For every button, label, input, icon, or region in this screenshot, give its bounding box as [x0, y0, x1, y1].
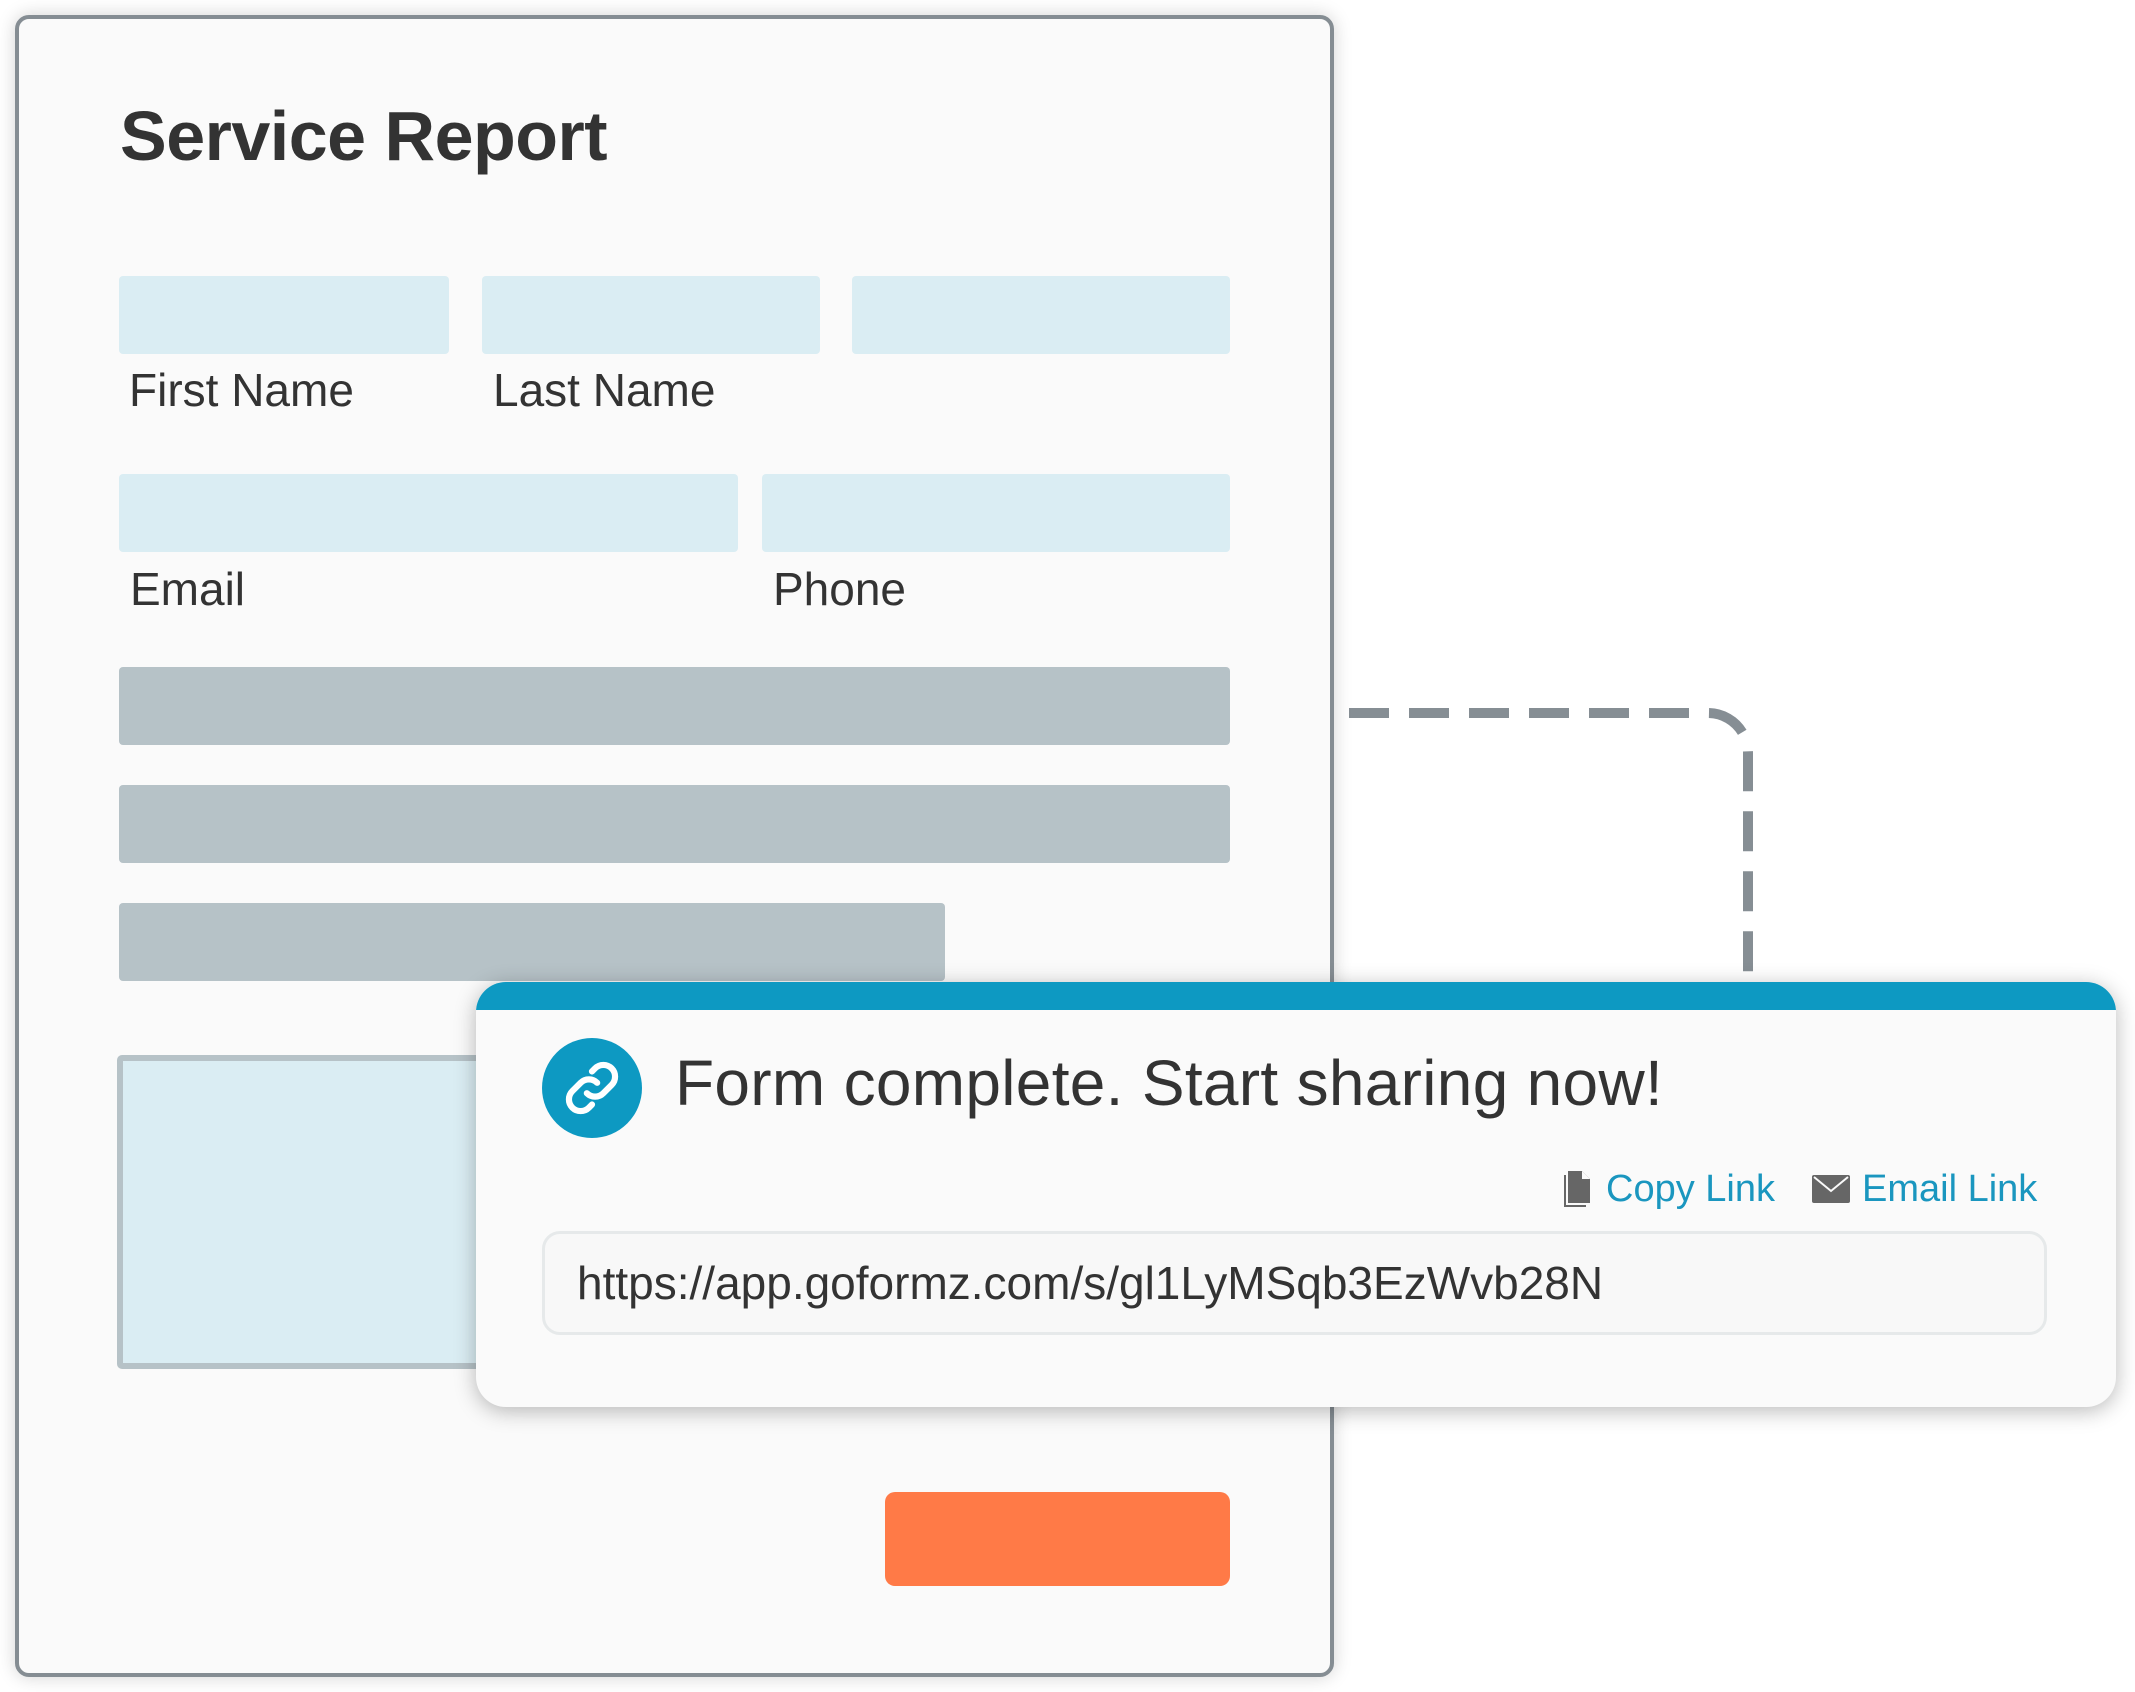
submit-button[interactable] — [885, 1492, 1230, 1586]
phone-field[interactable] — [762, 474, 1230, 552]
first-name-field[interactable] — [119, 276, 449, 354]
popup-title: Form complete. Start sharing now! — [675, 1047, 1664, 1119]
last-name-field[interactable] — [482, 276, 820, 354]
third-name-field[interactable] — [852, 276, 1230, 354]
text-line-placeholder-1 — [119, 667, 1230, 745]
link-icon — [542, 1038, 642, 1138]
envelope-icon — [1812, 1175, 1850, 1203]
email-link-button[interactable]: Email Link — [1812, 1167, 2038, 1210]
last-name-label: Last Name — [493, 364, 716, 416]
email-link-label: Email Link — [1862, 1167, 2038, 1210]
phone-label: Phone — [773, 563, 907, 615]
copy-link-label: Copy Link — [1606, 1167, 1775, 1210]
share-link-input[interactable] — [542, 1231, 2047, 1335]
copy-document-icon — [1562, 1169, 1594, 1209]
share-popup: Form complete. Start sharing now! Copy L… — [476, 982, 2116, 1407]
email-field[interactable] — [119, 474, 738, 552]
copy-link-button[interactable]: Copy Link — [1562, 1167, 1775, 1210]
text-line-placeholder-3 — [119, 903, 945, 981]
text-line-placeholder-2 — [119, 785, 1230, 863]
first-name-label: First Name — [129, 364, 354, 416]
email-label: Email — [130, 563, 246, 615]
service-report-form: Service Report First Name Last Name Emai… — [15, 15, 1334, 1677]
popup-accent-bar — [476, 982, 2116, 1010]
form-title: Service Report — [120, 97, 608, 175]
